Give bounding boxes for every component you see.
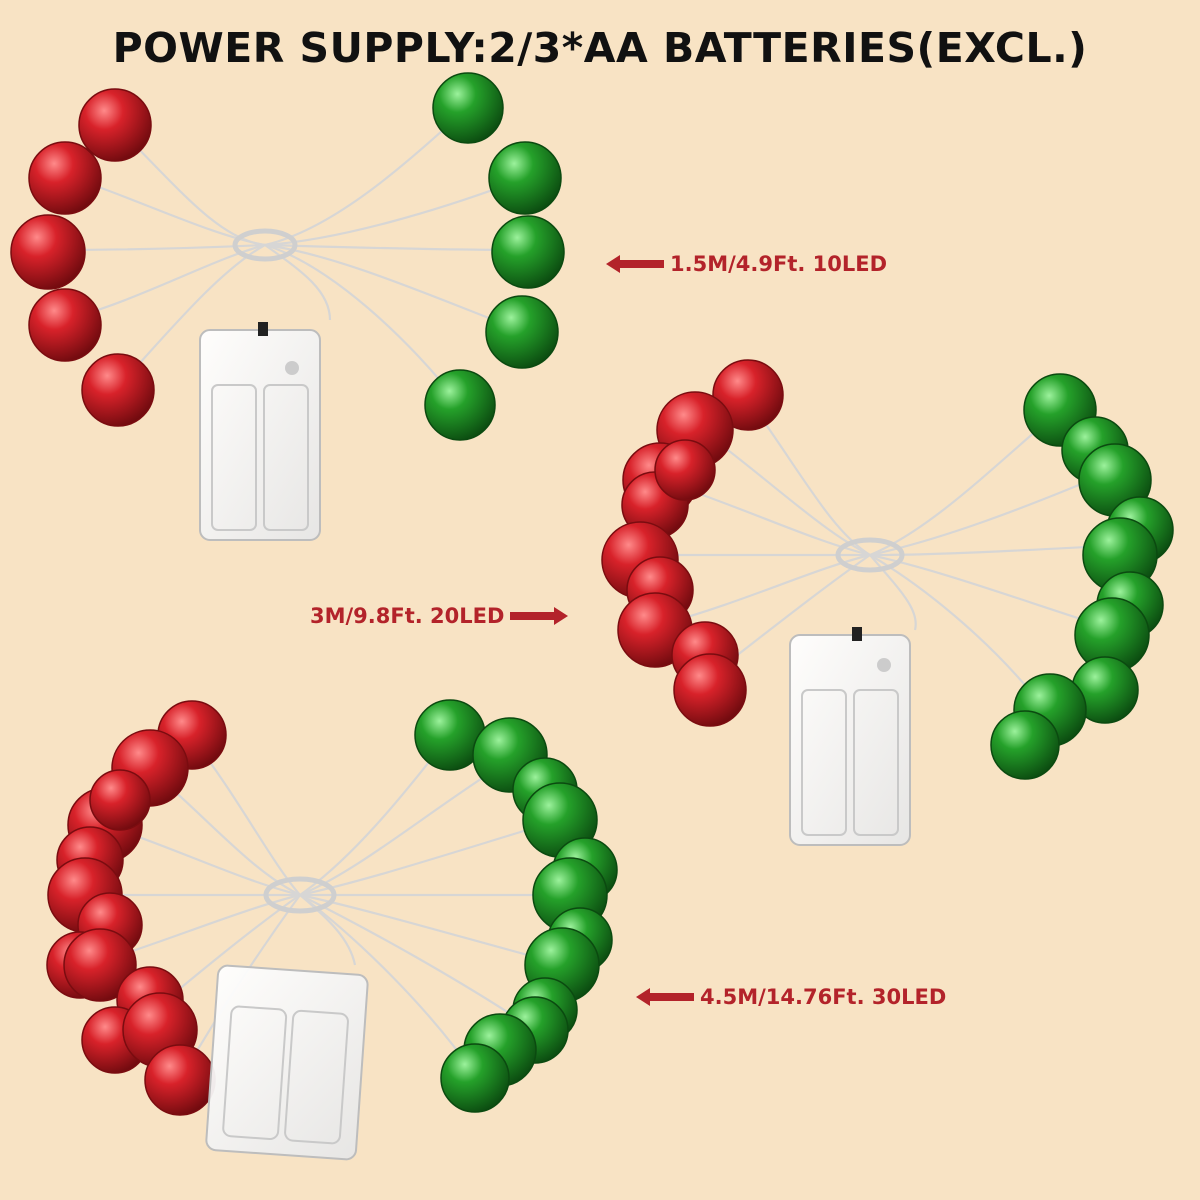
battery-box-icon — [199, 322, 321, 541]
variant-label-30led: 4.5M/14.76Ft. 30LED — [636, 985, 946, 1009]
battery-box-icon — [789, 627, 911, 846]
light-string-20led — [601, 359, 1174, 846]
page-title: POWER SUPPLY:2/3*AA BATTERIES(EXCL.) — [112, 24, 1088, 72]
arrow-left-icon — [636, 988, 694, 1006]
variant-label-10led: 1.5M/4.9Ft. 10LED — [606, 252, 887, 276]
light-string-30led — [46, 699, 618, 1161]
light-string-10led — [10, 72, 565, 541]
arrow-right-icon — [510, 607, 569, 625]
arrow-left-icon — [606, 255, 664, 273]
variant-label-text: 3M/9.8Ft. 20LED — [310, 604, 505, 628]
variant-label-20led: 3M/9.8Ft. 20LED — [310, 604, 569, 628]
variant-label-text: 1.5M/4.9Ft. 10LED — [670, 252, 888, 276]
battery-box-icon — [205, 964, 369, 1161]
variant-label-text: 4.5M/14.76Ft. 30LED — [700, 985, 947, 1009]
